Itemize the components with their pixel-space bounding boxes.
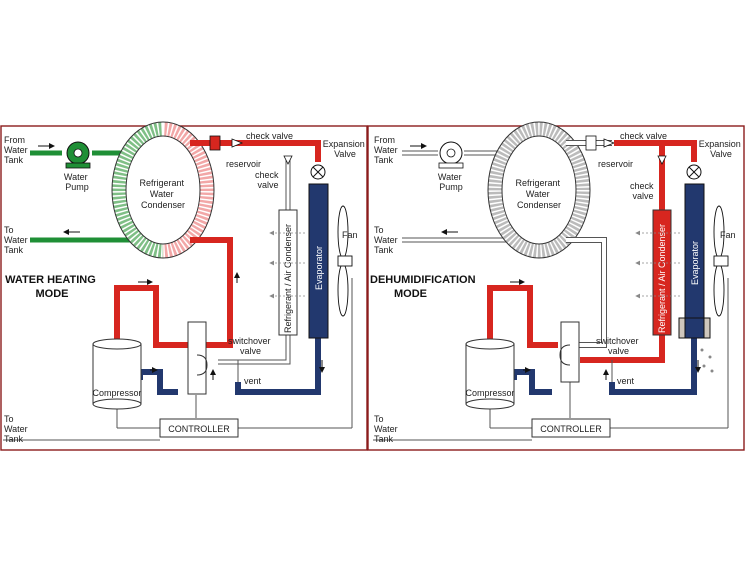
to-tank-mid-label: To Water Tank <box>374 225 400 255</box>
check-valve-mid-label: check valve <box>630 181 656 201</box>
water-pump-label: Water Pump <box>438 172 464 192</box>
reservoir-icon <box>585 135 597 151</box>
evaporator-label: Evaporator <box>690 241 700 285</box>
expansion-valve-label: Expansion Valve <box>699 139 744 159</box>
evaporator <box>308 183 329 339</box>
fan-icon <box>713 205 729 317</box>
fan-icon <box>337 205 353 317</box>
compressor-label: Compressor <box>92 388 141 398</box>
switchover-label: switchover valve <box>228 336 273 356</box>
to-tank-mid-label: To Water Tank <box>4 225 30 255</box>
switchover-label: switchover valve <box>596 336 641 356</box>
controller-box <box>159 418 239 438</box>
check-valve-icon <box>231 138 244 148</box>
vent-label: vent <box>617 376 635 386</box>
mode-title: WATER HEATING MODE <box>5 274 99 300</box>
from-tank-label: From Water Tank <box>4 135 30 165</box>
switchover-valve <box>187 321 207 395</box>
condenser-label: Refrigerant Water Condenser <box>139 178 186 210</box>
water-drops-icon <box>700 348 714 373</box>
check-valve-top-label: check valve <box>620 131 667 141</box>
condenser-label: Refrigerant Water Condenser <box>515 178 562 210</box>
mode-title: DEHUMIDIFICATION MODE <box>370 274 479 300</box>
controller-label: CONTROLLER <box>540 424 602 434</box>
fan-label: Fan <box>720 230 736 240</box>
water-pump-label: Water Pump <box>64 172 90 192</box>
reservoir-icon <box>209 135 221 151</box>
compressor-label: Compressor <box>465 388 514 398</box>
evaporator-label: Evaporator <box>314 246 324 290</box>
air-condenser <box>278 209 298 336</box>
air-condenser-label: Refrigerant / Air Condenser <box>283 224 293 333</box>
reservoir-label: reservoir <box>226 159 261 169</box>
air-condenser <box>652 209 672 336</box>
vent-label: vent <box>244 376 262 386</box>
expansion-valve-label: Expansion Valve <box>323 139 368 159</box>
compressor <box>465 338 515 410</box>
from-tank-label: From Water Tank <box>374 135 400 165</box>
reservoir-label: reservoir <box>598 159 633 169</box>
hot-line <box>614 140 697 162</box>
check-valve-top-label: check valve <box>246 131 293 141</box>
switchover-valve <box>560 321 580 383</box>
to-tank-bottom-label: To Water Tank <box>374 414 400 444</box>
check-valve-mid-label: check valve <box>255 170 281 190</box>
air-condenser-label: Refrigerant / Air Condenser <box>657 224 667 333</box>
cold-line <box>609 338 697 395</box>
dehumidification-panel: CONTROLLER <box>370 121 744 444</box>
to-tank-bottom-label: To Water Tank <box>4 414 30 444</box>
cold-line <box>235 338 321 395</box>
panel-frame-left <box>0 125 368 451</box>
controller-box <box>531 418 611 438</box>
check-valve-icon <box>603 138 616 148</box>
water-heating-panel: CONTROLLER <box>3 121 368 444</box>
compressor <box>92 338 142 410</box>
controller-label: CONTROLLER <box>168 424 230 434</box>
fan-label: Fan <box>342 230 358 240</box>
